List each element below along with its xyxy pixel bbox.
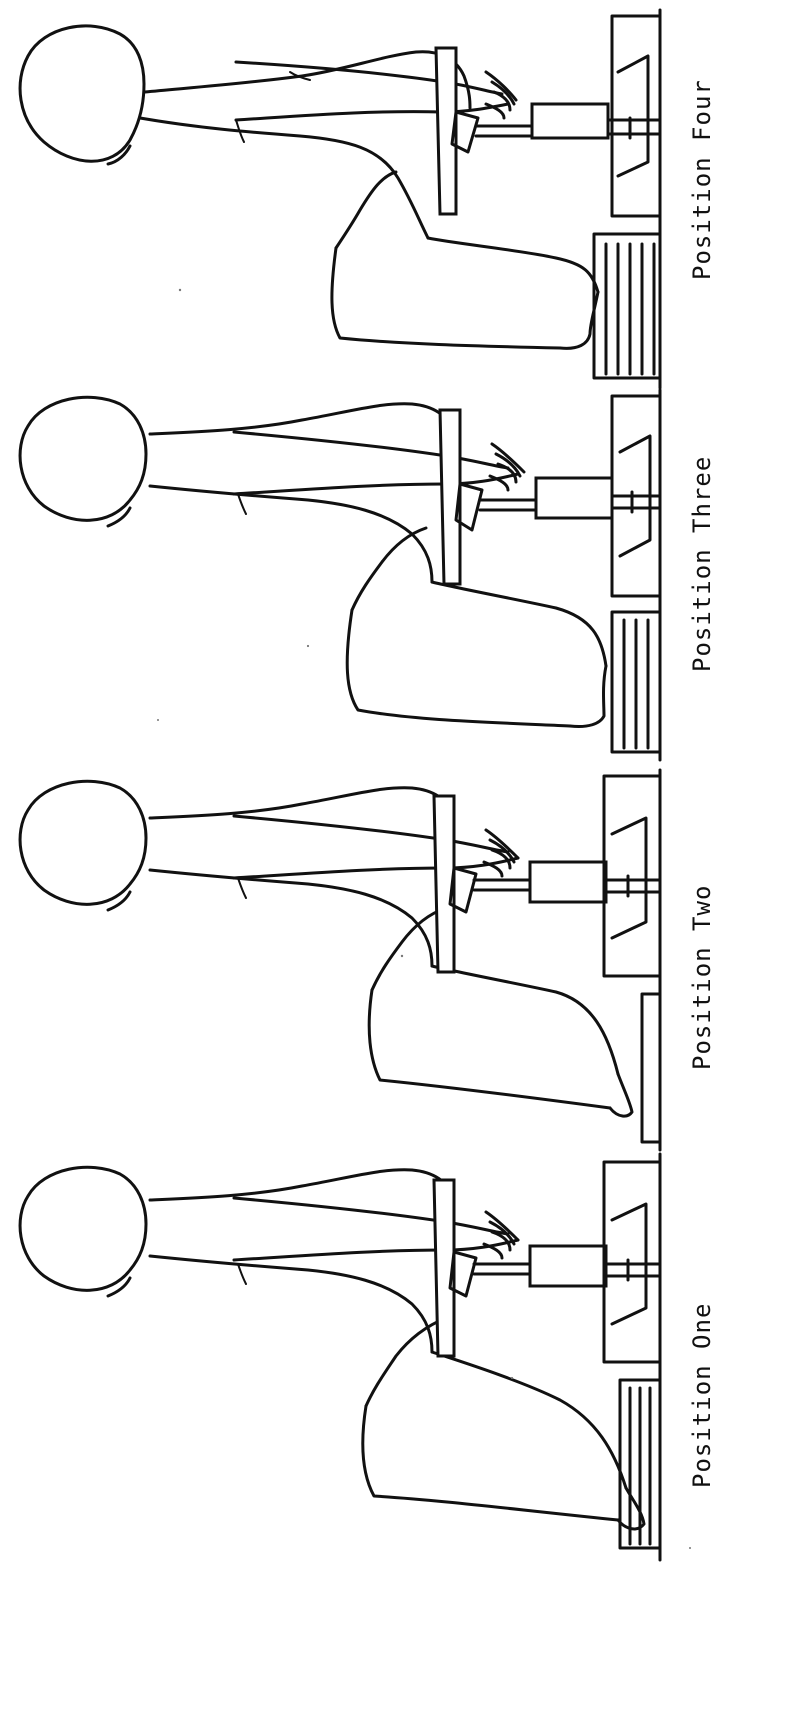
position-two-arms bbox=[234, 816, 518, 878]
position-four-desk bbox=[436, 16, 660, 216]
position-four-arms bbox=[236, 62, 516, 120]
position-three-footrest bbox=[612, 390, 660, 760]
position-three-figure bbox=[20, 390, 660, 760]
position-one-label: Position One bbox=[688, 1303, 716, 1488]
position-one-person bbox=[20, 1167, 644, 1529]
position-three-arms bbox=[234, 432, 524, 494]
position-one-desk bbox=[434, 1162, 660, 1362]
position-one-figure bbox=[20, 1154, 660, 1560]
position-two-label: Position Two bbox=[688, 885, 716, 1070]
position-four-figure bbox=[20, 10, 660, 388]
position-three-person bbox=[20, 397, 606, 726]
position-three-label: Position Three bbox=[688, 456, 716, 672]
position-two-figure bbox=[20, 770, 660, 1150]
position-two-desk bbox=[434, 776, 660, 976]
position-four-label: Position Four bbox=[688, 79, 716, 280]
position-one-arms bbox=[234, 1198, 518, 1260]
position-three-desk bbox=[440, 396, 660, 596]
position-two-person bbox=[20, 781, 632, 1116]
position-four-person bbox=[20, 26, 598, 348]
